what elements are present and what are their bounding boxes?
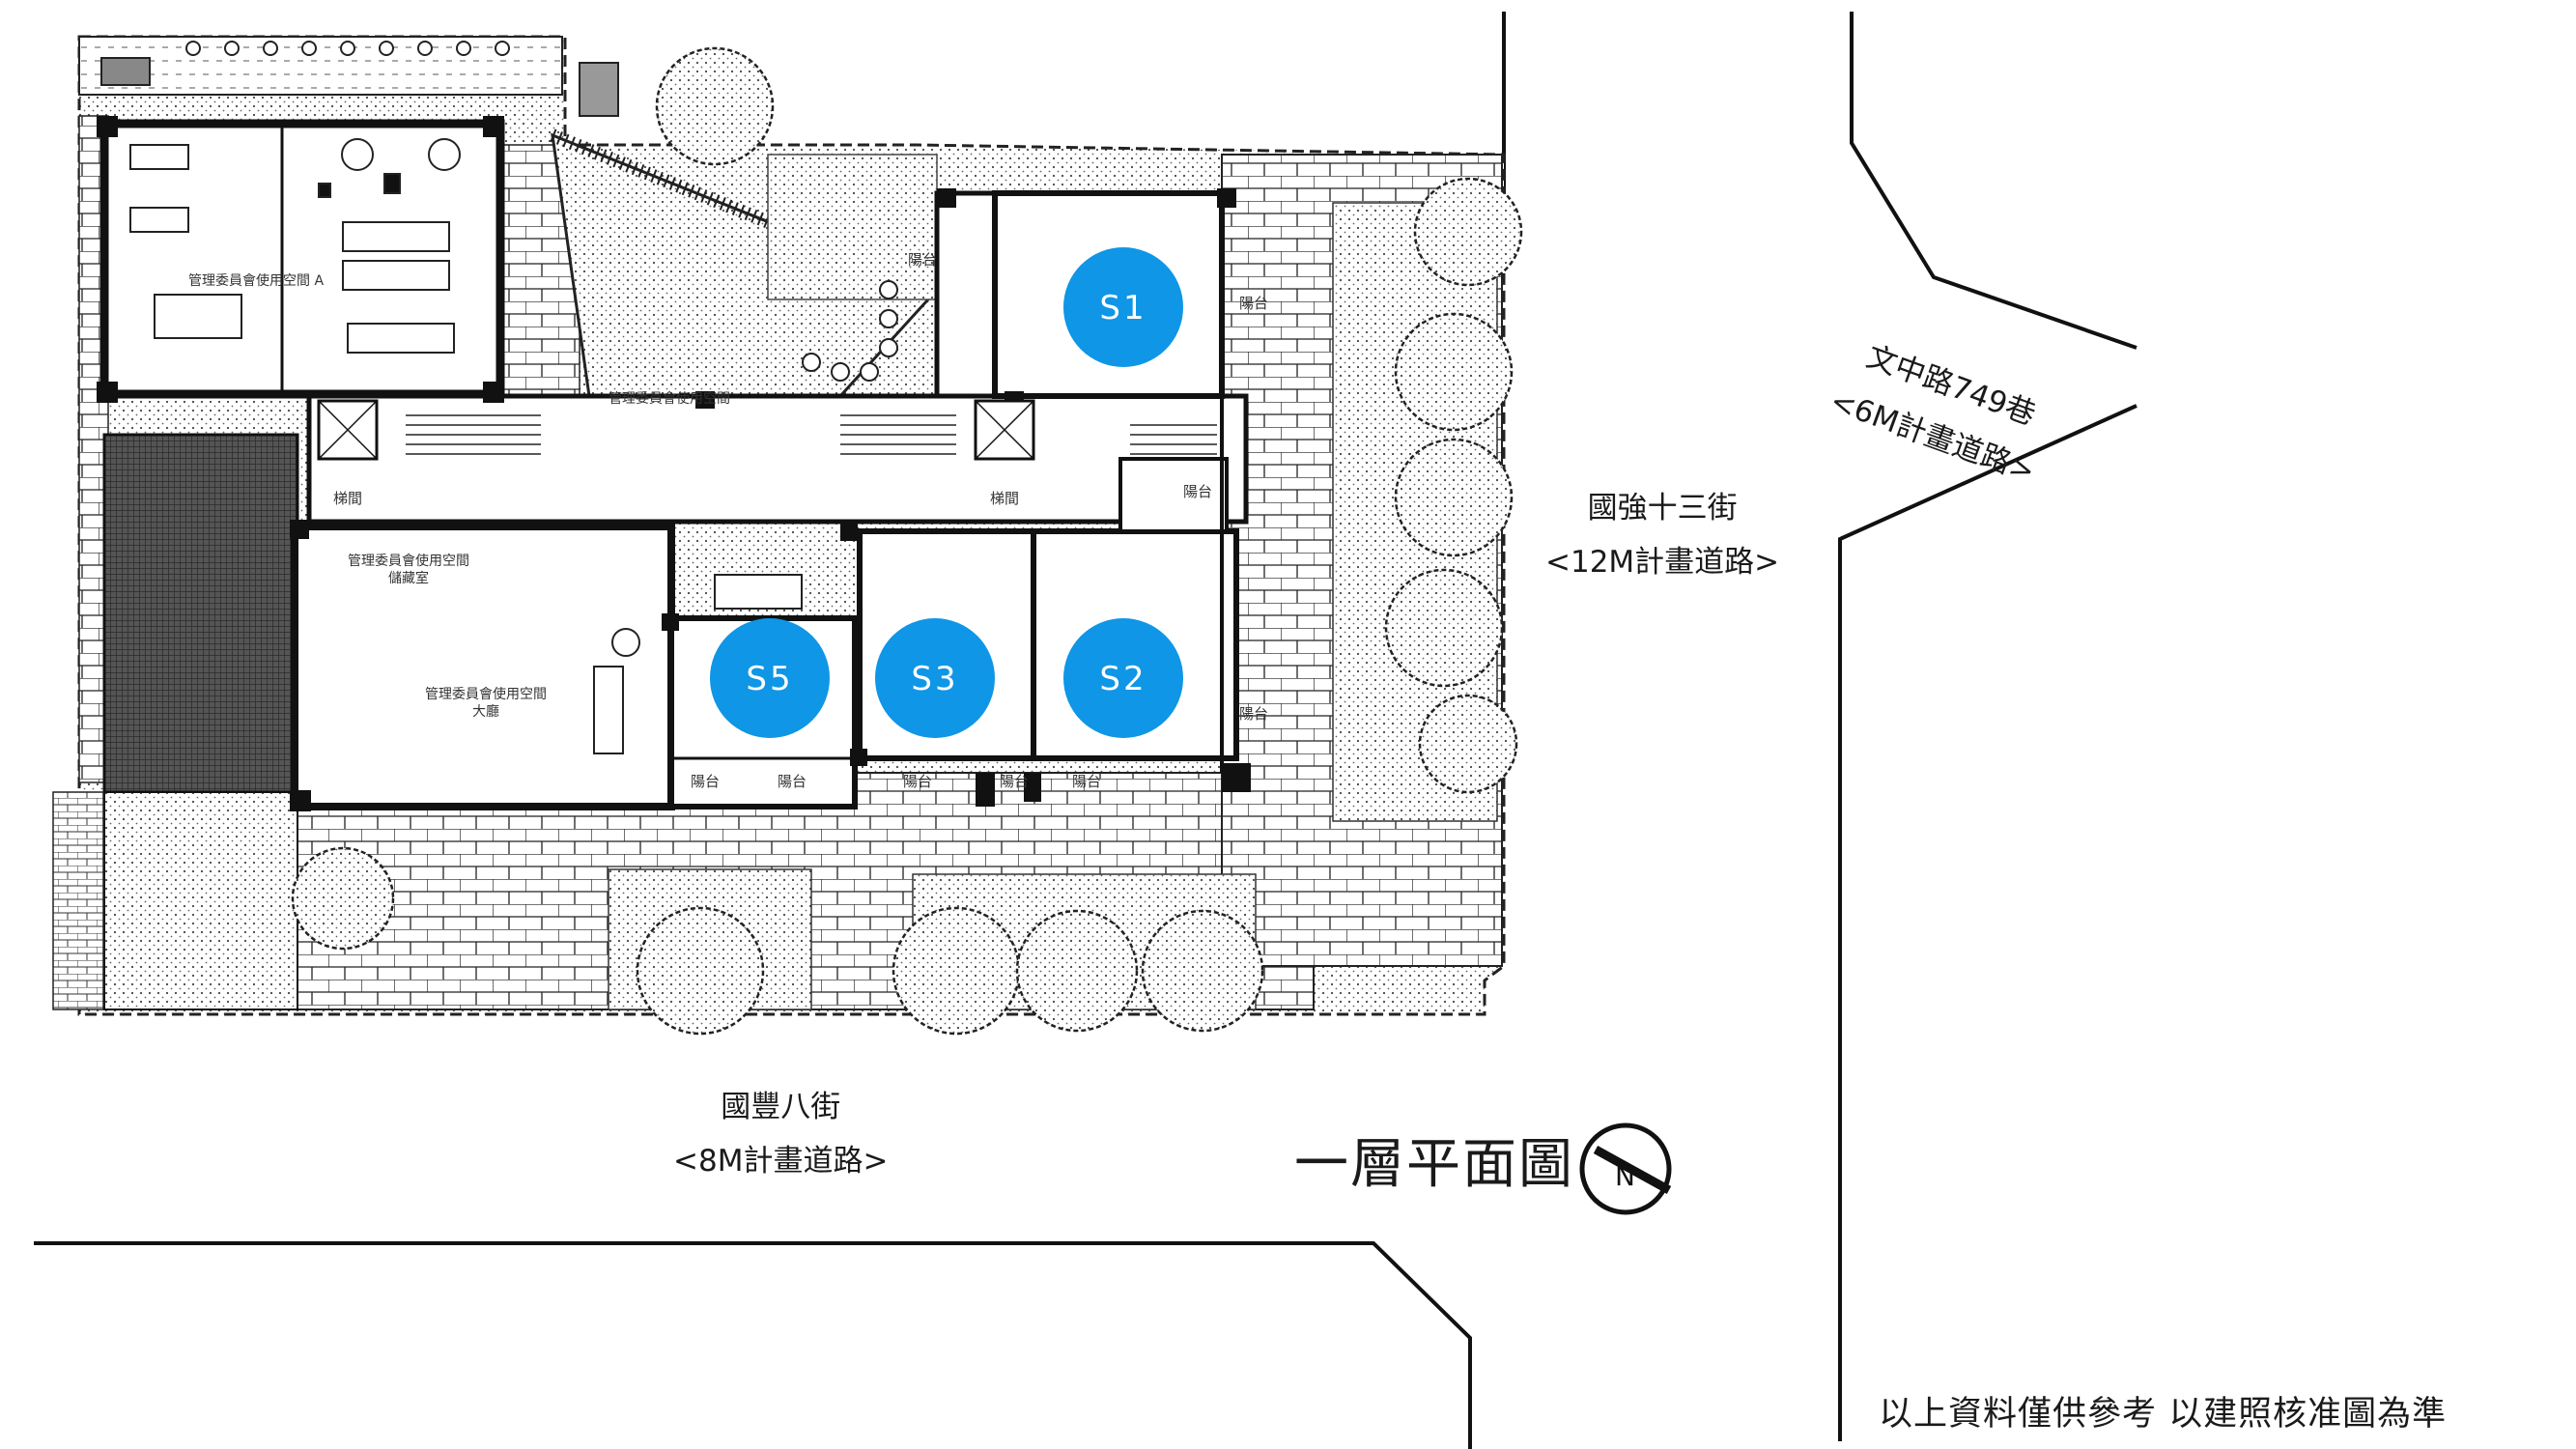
room-label-mgmt-storage-line2: 儲藏室: [388, 571, 429, 586]
stairs: [406, 414, 1217, 455]
unit-s1-marker: [1063, 247, 1183, 367]
disclaimer: 以上資料僅供參考 以建照核准圖為準: [1879, 1395, 2448, 1434]
unit-s5-marker: [710, 618, 830, 738]
road-south-width: <8M計畫道路>: [673, 1144, 889, 1179]
unit-s3[interactable]: S3: [875, 618, 995, 738]
compass-icon: N: [1579, 1122, 1672, 1215]
balcony-label-s3: 陽台: [903, 773, 933, 790]
unit-s2-label: S2: [1099, 660, 1146, 698]
room-label-mgmt-storage-line1: 管理委員會使用空間: [348, 554, 469, 569]
shrub-row: [185, 41, 898, 382]
balcony-label-s2: 陽台: [1072, 773, 1102, 790]
parking-ramp: [52, 433, 299, 1010]
balcony-label-s2-north: 陽台: [1183, 483, 1213, 500]
stair-room-label-east: 梯間: [990, 490, 1020, 507]
stair-room-label-west: 梯間: [333, 490, 363, 507]
balcony-label-s1-b: 陽台: [1239, 295, 1269, 312]
unit-s5-label: S5: [746, 660, 793, 698]
plan-title: 一層平面圖: [1294, 1133, 1574, 1196]
balcony-label-s5: 陽台: [691, 773, 721, 790]
unit-s5[interactable]: S5: [710, 618, 830, 738]
columns: [97, 116, 1251, 811]
balcony-label-s1-a: 陽台: [908, 251, 938, 269]
unit-s1-label: S1: [1099, 289, 1146, 327]
compass-letter: N: [1615, 1160, 1635, 1192]
road-label-south: 國豐八街 <8M計畫道路>: [673, 1080, 888, 1188]
unit-s1[interactable]: S1: [1063, 247, 1183, 367]
road-south-name: 國豐八街: [721, 1090, 841, 1124]
trees: [291, 46, 1523, 1036]
balcony-label-s2-east: 陽台: [1239, 705, 1269, 723]
furniture: [129, 138, 803, 754]
road-lines: [34, 12, 2137, 1449]
balcony-label-s3b: 陽台: [1000, 773, 1030, 790]
unit-s3-marker: [875, 618, 995, 738]
elevators: [317, 399, 1035, 461]
unit-s2[interactable]: S2: [1063, 618, 1183, 738]
balcony-label-s5b: 陽台: [778, 773, 807, 790]
room-label-mgmt-lobby-line2: 大廳: [472, 704, 499, 720]
road-east-width: <12M計畫道路>: [1545, 545, 1780, 580]
room-label-mgmt-corridor: 管理委員會使用空間: [609, 391, 730, 407]
room-label-mgmt-a: 管理委員會使用空間 A: [188, 273, 325, 289]
road-label-east: 國強十三街 <12M計畫道路>: [1545, 481, 1779, 589]
room-label-mgmt-storage: 管理委員會使用空間 儲藏室: [348, 553, 469, 587]
garden-area: [550, 128, 940, 398]
road-east-name: 國強十三街: [1587, 491, 1738, 526]
unit-s2-marker: [1063, 618, 1183, 738]
room-label-mgmt-lobby-line1: 管理委員會使用空間: [425, 687, 547, 702]
unit-s3-label: S3: [911, 660, 958, 698]
room-label-mgmt-lobby: 管理委員會使用空間 大廳: [425, 686, 547, 721]
